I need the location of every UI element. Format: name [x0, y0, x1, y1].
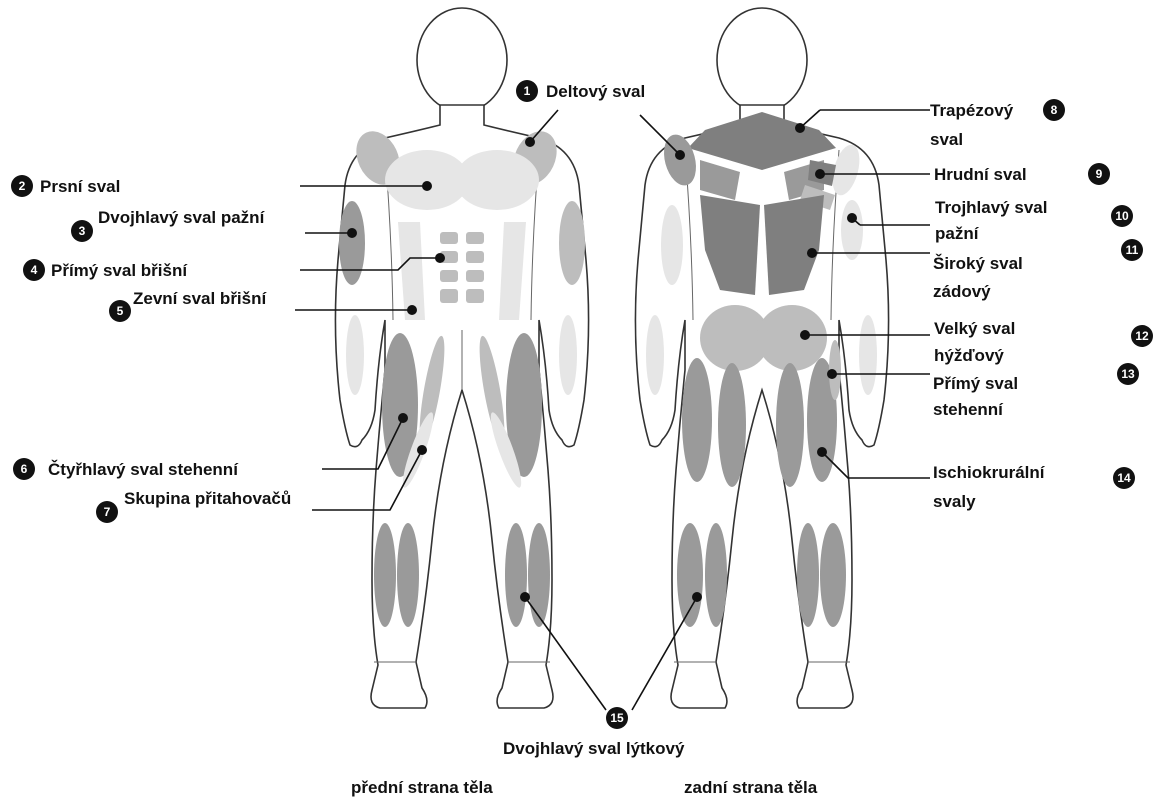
label-latissimus-line2: zádový [933, 282, 991, 301]
label-calf: Dvojhlavý sval lýtkový [503, 739, 685, 758]
svg-text:15: 15 [610, 711, 624, 725]
label-trapezius-line1: Trapézový [930, 101, 1014, 120]
badge-10: 10 [1111, 205, 1133, 227]
label-rectus-femoris-line1: Přímý sval [933, 374, 1018, 393]
label-quadriceps: Čtyřhlavý sval stehenní [48, 460, 239, 479]
badge-9: 9 [1088, 163, 1110, 185]
svg-text:1: 1 [524, 84, 531, 98]
label-deltoid: Deltový sval [546, 82, 645, 101]
svg-text:4: 4 [31, 263, 38, 277]
label-pectoral: Prsní sval [40, 177, 120, 196]
badge-6: 6 [13, 458, 35, 480]
label-rectus-abdominis: Přímý sval břišní [51, 261, 188, 280]
svg-text:12: 12 [1135, 329, 1149, 343]
svg-text:11: 11 [1126, 243, 1139, 257]
badge-8: 8 [1043, 99, 1065, 121]
svg-text:6: 6 [21, 462, 28, 476]
label-gluteus-line1: Velký sval [934, 319, 1015, 338]
label-hamstrings-line2: svaly [933, 492, 976, 511]
badge-7: 7 [96, 501, 118, 523]
badge-1: 1 [516, 80, 538, 102]
label-hamstrings-line1: Ischiokrurální [933, 463, 1046, 482]
svg-text:10: 10 [1115, 209, 1129, 223]
badge-3: 3 [71, 220, 93, 242]
badge-14: 14 [1113, 467, 1135, 489]
badge-11: 11 [1121, 239, 1143, 261]
badge-15: 15 [606, 707, 628, 729]
caption-back: zadní strana těla [684, 778, 818, 797]
badge-5: 5 [109, 300, 131, 322]
badge-4: 4 [23, 259, 45, 281]
svg-text:2: 2 [19, 179, 26, 193]
badge-13: 13 [1117, 363, 1139, 385]
label-triceps-line2: pažní [935, 224, 980, 243]
figure-captions: přední strana těla zadní strana těla [351, 778, 818, 797]
svg-text:3: 3 [79, 224, 86, 238]
label-trapezius-line2: sval [930, 130, 963, 149]
label-latissimus-line1: Široký sval [933, 254, 1023, 273]
label-gluteus-line2: hýžďový [934, 346, 1004, 365]
svg-text:13: 13 [1121, 367, 1135, 381]
svg-text:7: 7 [104, 505, 111, 519]
label-chest-back: Hrudní sval [934, 165, 1027, 184]
svg-text:9: 9 [1096, 167, 1103, 181]
caption-front: přední strana těla [351, 778, 493, 797]
front-body-figure [335, 8, 588, 708]
label-external-oblique: Zevní sval břišní [133, 289, 267, 308]
badge-12: 12 [1131, 325, 1153, 347]
label-biceps: Dvojhlavý sval pažní [98, 208, 266, 227]
svg-text:14: 14 [1117, 471, 1131, 485]
label-triceps-line1: Trojhlavý sval [935, 198, 1047, 217]
badge-2: 2 [11, 175, 33, 197]
label-adductors: Skupina přitahovačů [124, 489, 291, 508]
svg-text:5: 5 [117, 304, 124, 318]
svg-text:8: 8 [1051, 103, 1058, 117]
label-rectus-femoris-line2: stehenní [933, 400, 1004, 419]
back-body-figure [635, 8, 888, 708]
